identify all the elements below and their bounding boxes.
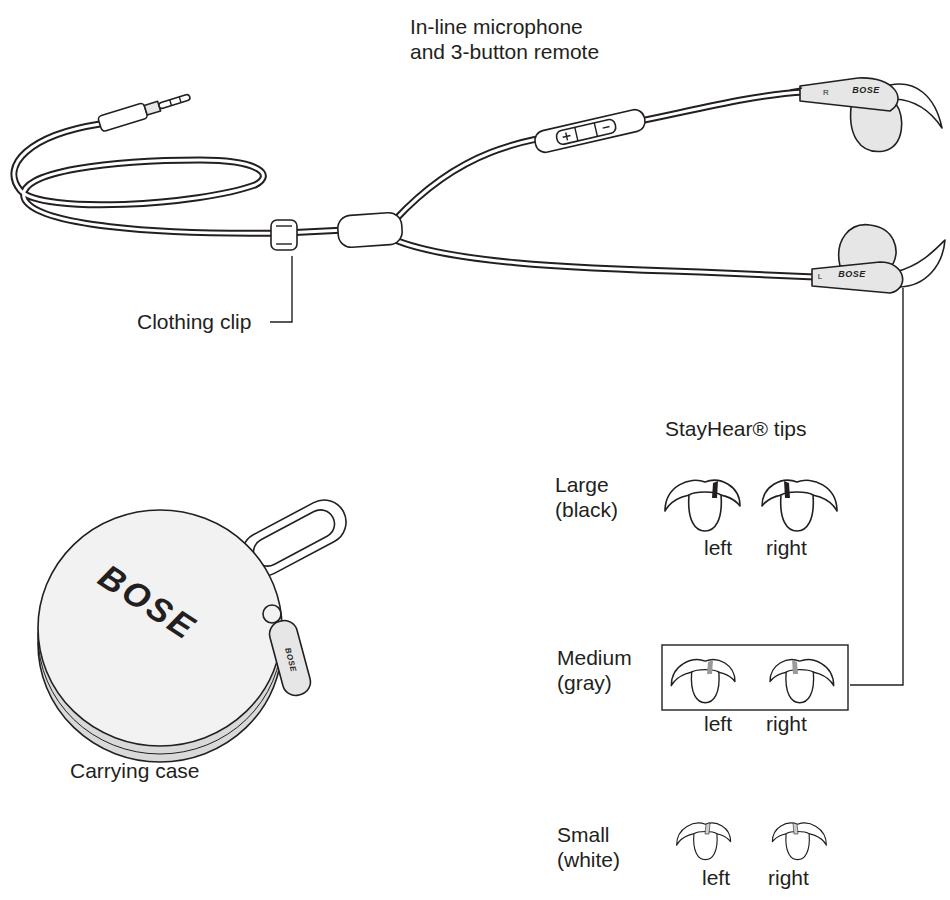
- group-heading: StayHear® tips: [665, 416, 807, 441]
- cable: [14, 92, 815, 277]
- size-label: Small (white): [557, 822, 633, 872]
- leader-line: [270, 256, 292, 322]
- size-label: Medium (gray): [557, 645, 649, 695]
- selection-box: [662, 645, 848, 710]
- carrying-case: [38, 492, 354, 762]
- side-label: right: [768, 865, 809, 890]
- callout-label: Carrying case: [70, 758, 200, 783]
- brand-logo: BOSE: [838, 270, 866, 279]
- side-label: left: [704, 711, 732, 736]
- clothing-clip: [271, 220, 297, 250]
- size-label: Large (black): [555, 472, 631, 522]
- inline-remote: [533, 108, 647, 155]
- leader-line: [850, 288, 903, 685]
- eartip-large: [665, 480, 837, 531]
- side-marker: L: [818, 273, 822, 281]
- eartip-medium: [671, 660, 834, 703]
- side-label: right: [766, 535, 807, 560]
- side-label: left: [702, 865, 730, 890]
- side-label: left: [704, 535, 732, 560]
- callout-label: Clothing clip: [137, 309, 251, 334]
- callout-label: In-line microphone and 3-button remote: [410, 14, 615, 64]
- left-earbud: [812, 225, 945, 293]
- audio-plug: [97, 89, 192, 132]
- cable-splitter: [337, 212, 403, 248]
- side-label: right: [766, 711, 807, 736]
- brand-logo: BOSE: [852, 86, 880, 95]
- side-marker: R: [823, 89, 829, 97]
- eartip-small: [677, 823, 827, 860]
- right-earbud: [790, 78, 942, 152]
